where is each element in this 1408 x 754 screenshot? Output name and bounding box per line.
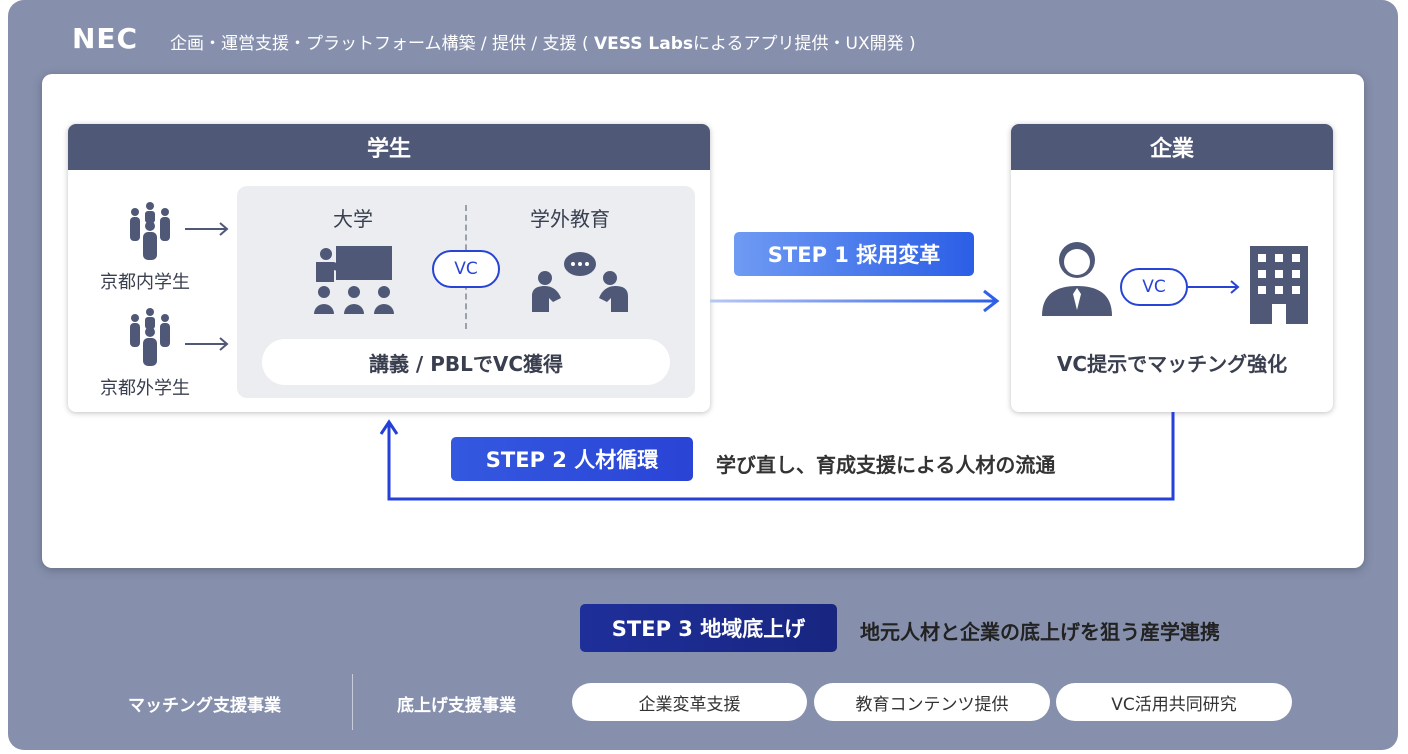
bottom-pill-education-content: 教育コンテンツ提供: [814, 683, 1050, 721]
divider: [352, 674, 353, 730]
matching-support-label: マッチング支援事業: [128, 696, 281, 716]
students-title: 学生: [68, 124, 710, 170]
outside-education-label: 学外教育: [530, 207, 610, 231]
step2-loop-arrow: [380, 412, 1175, 501]
bottom-pill-vc-research: VC活用共同研究: [1056, 683, 1292, 721]
raise-support-label: 底上げ支援事業: [397, 696, 516, 716]
step2-badge: STEP 2 人材循環: [451, 437, 693, 481]
step3-description: 地元人材と企業の底上げを狙う産学連携: [860, 620, 1220, 644]
step1-badge: STEP 1 採用変革: [734, 232, 974, 276]
building-icon: [1250, 246, 1308, 324]
vc-badge: VC: [432, 250, 500, 288]
group-label-kyoto-inside: 京都内学生: [100, 272, 190, 293]
vc-acquisition-pill: 講義 / PBLでVC獲得: [262, 339, 670, 385]
vc-badge-company: VC: [1120, 268, 1188, 306]
arrow-right-icon: [185, 337, 229, 351]
people-group-icon: [130, 202, 170, 260]
header-text-pre: 企画・運営支援・プラットフォーム構築 / 提供 / 支援 (: [170, 34, 594, 54]
bottom-pill-corporate-transformation: 企業変革支援: [572, 683, 807, 721]
step2-description: 学び直し、育成支援による人材の流通: [716, 453, 1056, 477]
header-text-bold: VESS Labs: [594, 34, 694, 54]
company-caption: VC提示でマッチング強化: [1056, 352, 1288, 376]
businessman-icon: [1042, 242, 1112, 316]
university-label: 大学: [333, 207, 373, 231]
company-title: 企業: [1011, 124, 1333, 170]
group-label-kyoto-outside: 京都外学生: [100, 378, 190, 399]
step3-badge: STEP 3 地域底上げ: [580, 604, 837, 652]
arrow-right-icon: [1188, 280, 1240, 294]
lecture-icon: [314, 246, 394, 314]
header-text-post: によるアプリ提供・UX開発 ): [693, 34, 916, 54]
header-text: 企画・運営支援・プラットフォーム構築 / 提供 / 支援 ( VESS Labs…: [170, 29, 916, 54]
people-group-icon: [130, 308, 170, 366]
conversation-icon: [532, 252, 628, 312]
arrow-right-icon: [185, 222, 229, 236]
nec-logo: NEC: [72, 22, 139, 55]
step1-arrow: [710, 289, 1000, 313]
